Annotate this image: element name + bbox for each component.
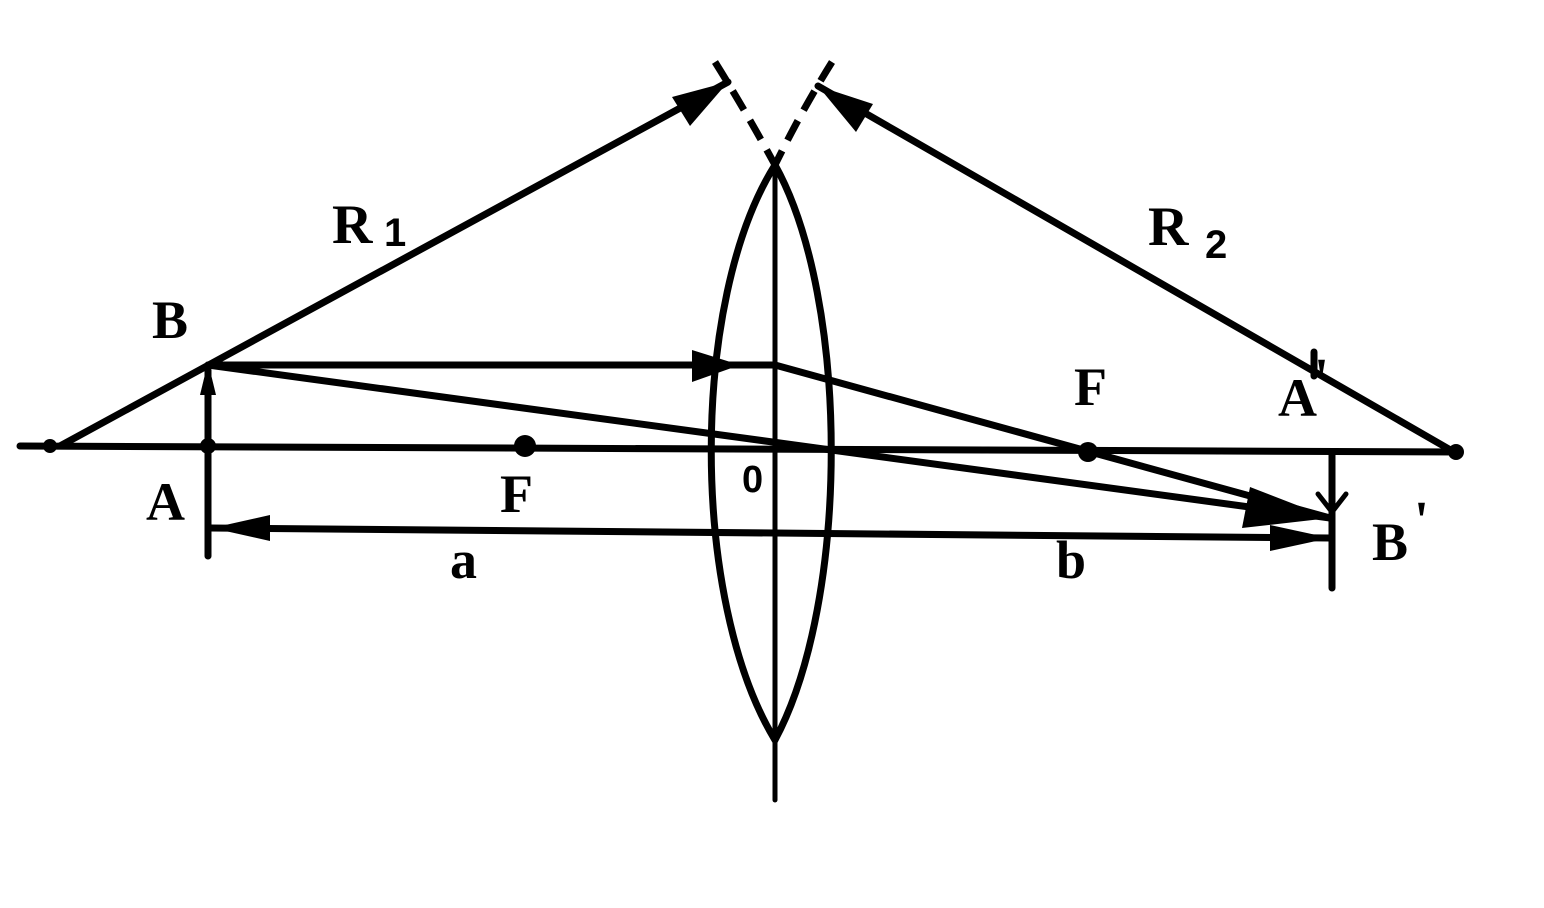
axis-end-left: [43, 439, 57, 453]
lens-surface-extension-right: [771, 60, 835, 167]
label-r2-sub: 2: [1205, 223, 1227, 267]
ray-central-arrowhead: [1242, 487, 1330, 528]
label-focus-left: F: [500, 464, 533, 524]
focus-left-point: [514, 435, 536, 457]
label-r1-sub: 1: [384, 211, 406, 255]
distance-a-arrowhead: [212, 515, 270, 541]
label-center: 0: [742, 459, 763, 501]
object-arrowhead: [200, 362, 216, 395]
label-object-base: A: [146, 472, 185, 532]
label-r2: R: [1148, 196, 1189, 258]
radius1-line: [56, 78, 732, 450]
ray-refracted: [771, 361, 1334, 522]
label-image-base-mark: ': [1314, 347, 1329, 407]
label-focus-right: F: [1074, 357, 1107, 417]
radius2-line: [814, 82, 1458, 456]
distance-b-arrowhead: [1270, 525, 1330, 551]
focus-right-point: [1078, 442, 1098, 462]
label-distance-b: b: [1056, 530, 1086, 590]
image-arrowhead: [1315, 491, 1349, 517]
ray-parallel-arrowhead: [692, 350, 740, 382]
radius1-arrowhead: [672, 82, 728, 126]
distance-line: [206, 524, 1334, 542]
lens-surface-extension-left: [712, 60, 779, 167]
label-image-top: B: [1372, 512, 1408, 572]
label-r1: R: [332, 194, 373, 256]
label-image-top-mark: ': [1414, 490, 1429, 550]
label-distance-a: a: [450, 530, 477, 590]
optical-axis: [16, 442, 1464, 456]
label-image-base: A: [1278, 368, 1317, 428]
object-base-point: [200, 438, 216, 454]
ray-central: [204, 361, 1334, 522]
label-object-top: B: [152, 290, 188, 350]
radius2-arrowhead: [818, 86, 873, 132]
